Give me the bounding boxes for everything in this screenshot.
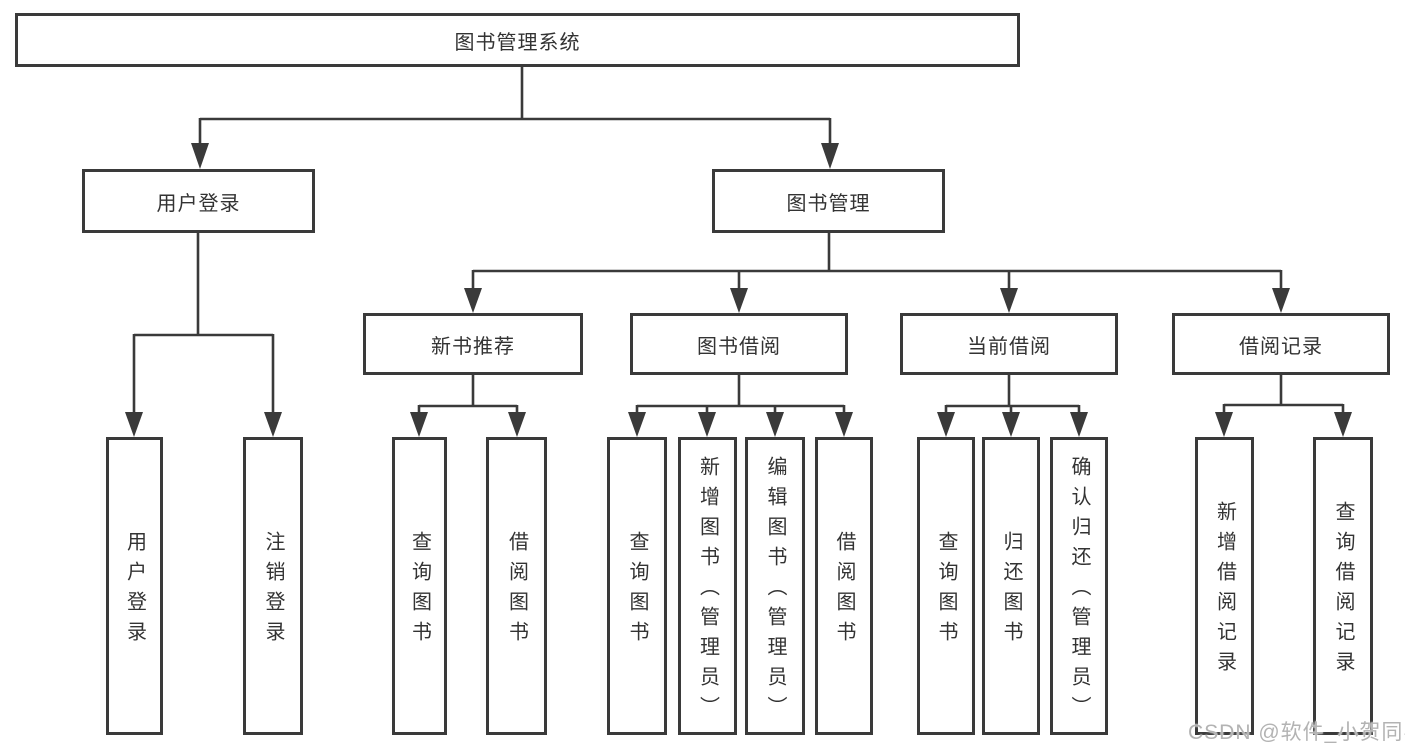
- node-rec-borrow-books: 借阅图书: [486, 437, 547, 735]
- node-bb-add-books-admin: 新增图书（管理员）: [678, 437, 737, 735]
- node-cb-query-books: 查询图书: [917, 437, 975, 735]
- node-bb-query-books: 查询图书: [607, 437, 667, 735]
- node-library-management-system: 图书管理系统: [15, 13, 1020, 67]
- node-user-login: 用户登录: [82, 169, 315, 233]
- node-br-query-record: 查询借阅记录: [1313, 437, 1373, 735]
- node-new-book-recommendation: 新书推荐: [363, 313, 583, 375]
- node-leaf-logout: 注销登录: [243, 437, 303, 735]
- node-current-borrowing: 当前借阅: [900, 313, 1118, 375]
- node-br-add-record: 新增借阅记录: [1195, 437, 1254, 735]
- watermark-csdn: CSDN @软件_小贺同学: [1188, 721, 1405, 744]
- node-rec-query-books: 查询图书: [392, 437, 447, 735]
- node-leaf-user-login: 用户登录: [106, 437, 163, 735]
- node-cb-return-books: 归还图书: [982, 437, 1040, 735]
- node-bb-borrow-books: 借阅图书: [815, 437, 873, 735]
- node-bb-edit-books-admin: 编辑图书（管理员）: [745, 437, 805, 735]
- node-book-borrowing: 图书借阅: [630, 313, 848, 375]
- node-book-management: 图书管理: [712, 169, 945, 233]
- node-cb-confirm-return-admin: 确认归还（管理员）: [1050, 437, 1108, 735]
- node-borrowing-records: 借阅记录: [1172, 313, 1390, 375]
